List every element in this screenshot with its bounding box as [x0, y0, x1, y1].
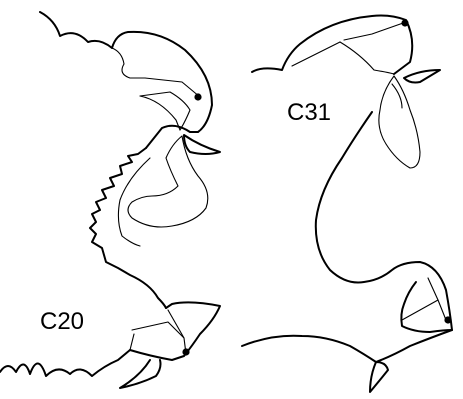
- c20-lower-hook: [119, 359, 162, 389]
- c20-scallops: [111, 47, 146, 79]
- c31-label: C31: [287, 99, 331, 126]
- c20-upper-inner-2: [139, 91, 191, 131]
- c20-lower-beak: [129, 301, 221, 361]
- c31-lower-beak: [400, 281, 453, 333]
- c31-point-upper: [401, 19, 409, 27]
- c31-upper-inner-3: [291, 41, 341, 67]
- c31-point-lower: [444, 316, 452, 324]
- c20-lower-inner-1: [167, 309, 187, 355]
- specimen-c20: C20: [0, 11, 221, 389]
- c20-inner-lobe: [127, 135, 209, 228]
- c31-body-curve: [314, 111, 453, 331]
- c20-inner-curve: [117, 157, 151, 247]
- c20-lower-inner-3: [129, 333, 135, 351]
- c31-lower-inner-2: [401, 299, 439, 321]
- c31-lobe-fold: [391, 83, 403, 109]
- c31-bottom-jaw: [241, 329, 453, 363]
- c20-lower-inner-2: [131, 321, 185, 339]
- c31-lower-hook: [369, 361, 389, 393]
- c20-upper-hook: [183, 134, 221, 155]
- c31-hanging-lobe: [378, 75, 421, 169]
- c31-upper-hook: [403, 69, 441, 84]
- c20-upper-inner-3: [139, 95, 181, 131]
- c20-label: C20: [40, 308, 84, 335]
- c20-point-upper: [194, 93, 202, 101]
- c31-upper-beak: [251, 14, 414, 75]
- c20-top-outline: [39, 11, 213, 149]
- c20-serrated-edge: [89, 147, 167, 309]
- c20-bottom-edge: [0, 349, 131, 377]
- c31-upper-inner-1: [343, 21, 407, 41]
- c31-upper-inner-2: [339, 41, 395, 75]
- specimen-c31: C31: [241, 14, 453, 393]
- c20-upper-inner-1: [144, 77, 201, 98]
- c20-point-lower: [182, 348, 190, 356]
